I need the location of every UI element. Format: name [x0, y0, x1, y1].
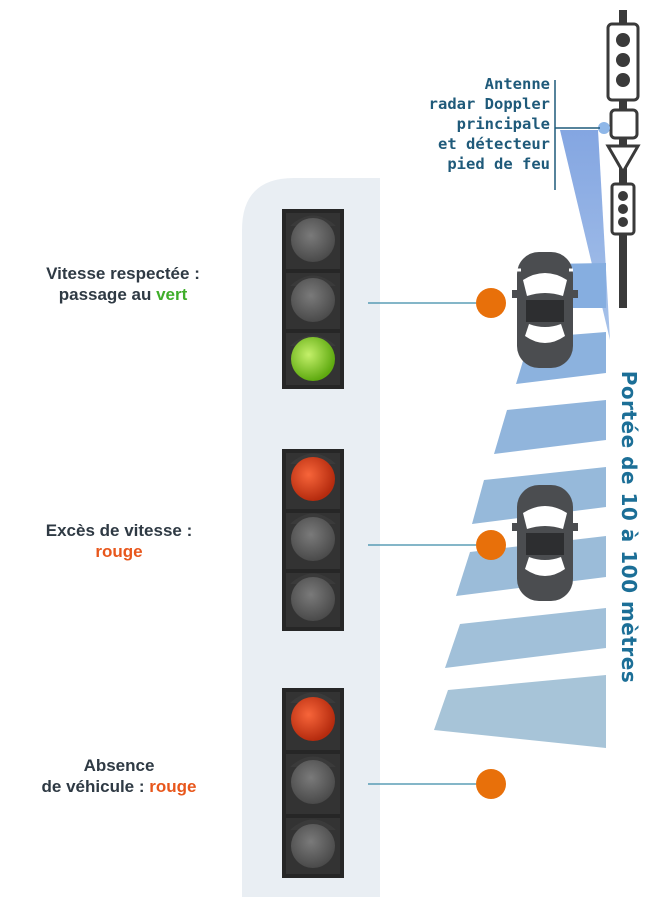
label-speeding-red-word: rouge — [95, 542, 143, 561]
light-red-on — [291, 697, 335, 741]
light-off — [291, 278, 335, 322]
light-off — [291, 577, 335, 621]
light-off — [291, 824, 335, 868]
label-absence-prefix: de véhicule : — [41, 777, 150, 796]
light-off — [291, 218, 335, 262]
antenna-line3: principale — [456, 115, 550, 133]
detection-dot — [476, 769, 506, 799]
light-green-on — [291, 337, 335, 381]
beam-arc-3 — [494, 400, 606, 454]
traffic-light-red-speeding — [282, 449, 344, 631]
light-red-on — [291, 457, 335, 501]
detection-dot — [476, 530, 506, 560]
antenna-line5: pied de feu — [447, 155, 550, 173]
antenna-line2: radar Doppler — [428, 95, 550, 113]
car-icon — [512, 252, 578, 368]
label-absence: Absence de véhicule : rouge — [4, 755, 234, 797]
antenna-callout-line — [554, 80, 600, 190]
light-off — [291, 760, 335, 804]
car-icon — [512, 485, 578, 601]
detection-dot — [476, 288, 506, 318]
detector-triangle-icon — [605, 144, 641, 176]
antenna-line1: Antenne — [484, 75, 550, 93]
radar-beam — [434, 130, 610, 748]
range-label: Portée de 10 à 100 mètres — [617, 370, 641, 684]
label-absence-line1: Absence — [83, 756, 155, 775]
light-off — [291, 517, 335, 561]
traffic-light-red-absence — [282, 688, 344, 878]
antenna-sensor-dot — [598, 122, 610, 134]
antenna-line4: et détecteur — [438, 135, 550, 153]
label-speed-ok: Vitesse respectée : passage au vert — [10, 263, 236, 305]
label-green-word: vert — [156, 285, 188, 304]
beam-arc-6 — [445, 608, 606, 668]
traffic-light-green — [282, 209, 344, 389]
label-absence-red-word: rouge — [149, 777, 197, 796]
label-speed-ok-prefix: passage au — [58, 285, 157, 304]
antenna-box — [598, 108, 639, 140]
label-speed-ok-line1: Vitesse respectée : — [46, 264, 200, 283]
antenna-label: Antenne radar Doppler principale et déte… — [429, 74, 550, 174]
beam-arc-7 — [434, 675, 606, 748]
small-signal-head — [610, 182, 636, 236]
label-speeding-line1: Excès de vitesse : — [45, 521, 193, 540]
label-speeding: Excès de vitesse : rouge — [4, 520, 234, 562]
pole-signal-head — [606, 22, 640, 102]
